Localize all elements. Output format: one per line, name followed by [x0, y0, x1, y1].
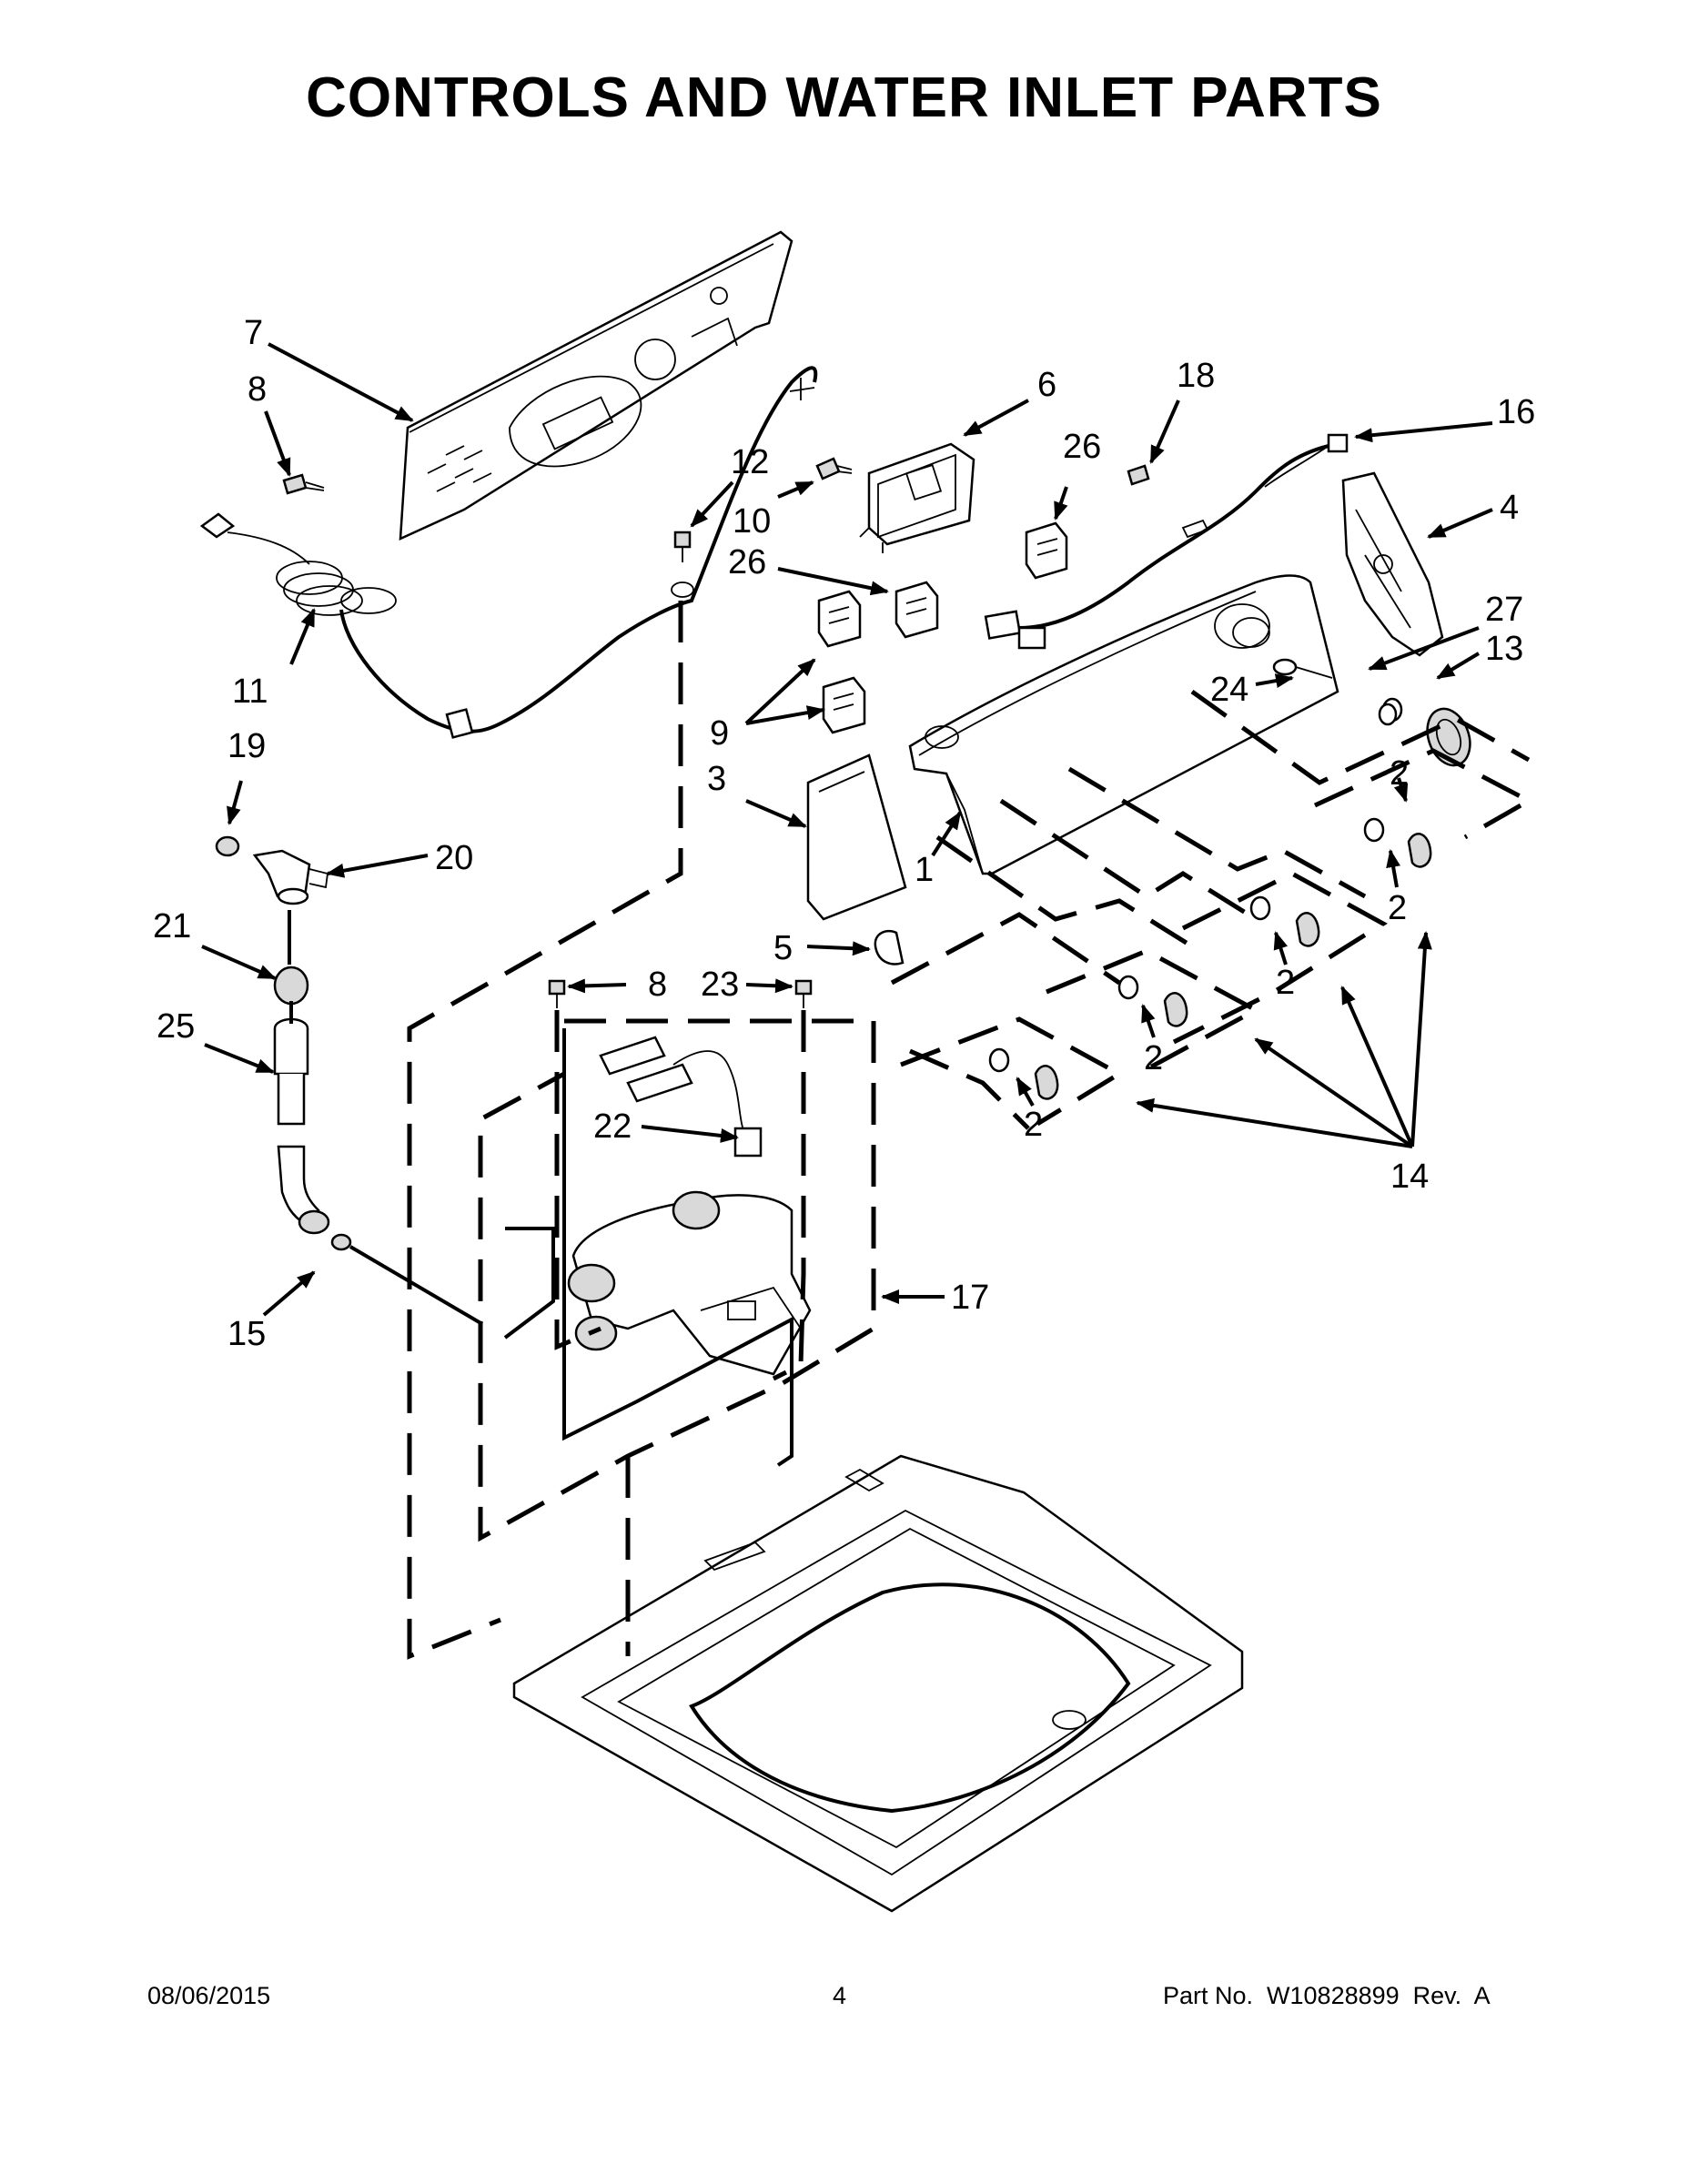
knob-2-e: [1378, 703, 1398, 726]
rotary-switch-26-a: [1025, 521, 1068, 580]
callout-10: 10: [733, 502, 771, 541]
screw-8-top: [282, 473, 325, 495]
elbow-20: [252, 849, 329, 905]
callout-7: 7: [244, 314, 263, 352]
callout-22: 22: [593, 1107, 632, 1146]
bezel-3: [806, 753, 907, 921]
callout-25: 25: [157, 1007, 195, 1046]
callout-labels: 7 8 6 18 16 26 12 10 26 4 27 13 24 11 19…: [153, 314, 1535, 1353]
wire-harness: [984, 433, 1349, 650]
clip-5: [874, 929, 905, 966]
leader-arrows: [201, 342, 1493, 1317]
callout-2-c: 2: [1276, 964, 1295, 1002]
end-cap-4: [1341, 471, 1444, 657]
callout-17: 17: [951, 1279, 989, 1317]
rear-console-panel: [399, 230, 793, 541]
knob-2-b: [1249, 895, 1320, 947]
callout-8-bottom: 8: [648, 966, 667, 1004]
callout-18: 18: [1177, 357, 1215, 395]
wire-harness-22: [599, 1036, 763, 1158]
screw-10: [815, 457, 853, 480]
callout-26-right: 26: [1063, 428, 1101, 466]
callout-8-top: 8: [248, 370, 267, 409]
callout-3: 3: [707, 760, 726, 798]
callout-9: 9: [710, 714, 729, 753]
page-title: CONTROLS AND WATER INLET PARTS: [306, 66, 1382, 129]
callout-16: 16: [1497, 393, 1535, 431]
callout-1: 1: [915, 851, 934, 889]
callout-2-a: 2: [1390, 754, 1409, 793]
callout-14: 14: [1390, 1158, 1429, 1196]
callout-12: 12: [731, 443, 769, 481]
callout-11: 11: [232, 672, 268, 711]
callout-6: 6: [1037, 366, 1056, 404]
power-cord: [199, 366, 818, 739]
control-board: [859, 442, 975, 553]
callout-2-e: 2: [1024, 1106, 1043, 1144]
rotary-switch-9-b: [822, 676, 866, 734]
assembly-lines: [288, 601, 1534, 1660]
rotary-switch-26-b: [895, 581, 939, 639]
callout-27: 27: [1485, 591, 1523, 629]
rotary-switch-9-a: [817, 590, 862, 648]
footer-date: 08/06/2015: [147, 1982, 271, 2009]
water-valve-17: [567, 1190, 812, 1376]
callout-21: 21: [153, 907, 191, 945]
callout-13: 13: [1485, 630, 1523, 668]
callout-2-d: 2: [1144, 1039, 1163, 1077]
callout-15: 15: [227, 1315, 266, 1353]
knob-2-c: [1117, 975, 1188, 1027]
screw-8-bottom: [548, 979, 566, 1008]
callout-2-b: 2: [1388, 889, 1407, 927]
inlet-hose-25: [273, 1017, 352, 1251]
screw-12: [671, 531, 694, 598]
knob-2-d: [988, 1047, 1059, 1100]
callout-23: 23: [701, 966, 739, 1004]
callout-19: 19: [227, 727, 266, 765]
callout-5: 5: [773, 929, 793, 967]
callout-20: 20: [435, 839, 473, 877]
callout-4: 4: [1500, 489, 1519, 527]
callout-24: 24: [1210, 671, 1248, 709]
footer-page-number: 4: [833, 1982, 847, 2009]
control-console: [908, 574, 1339, 875]
washer-top-cover: [512, 1454, 1244, 1913]
filter-screen-21: [273, 966, 309, 1006]
washer-19: [215, 835, 240, 857]
footer-part-number: Part No. W10828899 Rev. A: [1163, 1982, 1491, 2009]
knob-2-a: [1363, 817, 1432, 868]
screw-23: [794, 979, 813, 1008]
callout-26-left: 26: [728, 543, 766, 581]
